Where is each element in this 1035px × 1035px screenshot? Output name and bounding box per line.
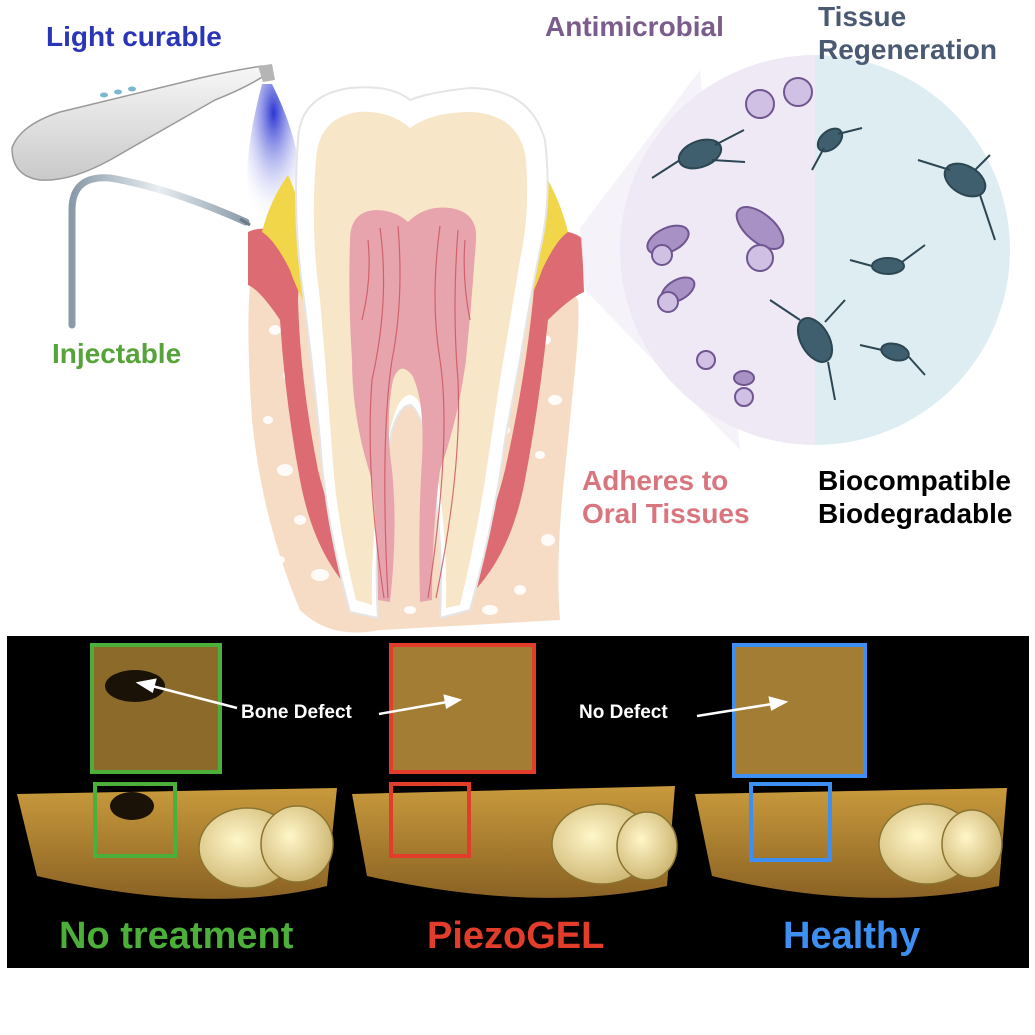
healthy-scan xyxy=(695,643,1007,898)
piezogel-scan xyxy=(352,643,678,898)
no-defect-annotation: No Defect xyxy=(579,702,668,723)
adheres-line-1: Adheres to xyxy=(582,465,729,496)
biocompatible-line: Biocompatible xyxy=(818,465,1011,496)
micro-ct-panel: Bone Defect No Defect No treatment Piezo… xyxy=(7,636,1029,968)
bone-defect-annotation: Bone Defect xyxy=(241,702,352,723)
syringe-needle-icon xyxy=(68,174,251,329)
gum-right xyxy=(455,230,584,600)
antimicrobial-label: Antimicrobial xyxy=(545,11,724,42)
gum-left xyxy=(248,228,370,600)
injectable-label: Injectable xyxy=(52,338,182,369)
adheres-line-2: Oral Tissues xyxy=(582,498,750,530)
caption-no-treatment: No treatment xyxy=(59,915,294,957)
bacteria-icons xyxy=(646,77,813,407)
tissue-regeneration-label: Tissue Regeneration xyxy=(818,0,997,66)
light-curing-device-icon xyxy=(11,64,275,181)
pulp-nerves xyxy=(361,225,471,599)
annotation-arrows xyxy=(135,678,789,718)
tissue-cells-icons xyxy=(651,127,996,401)
adheres-label: Adheres to Oral Tissues xyxy=(582,464,750,530)
caption-healthy: Healthy xyxy=(783,915,921,957)
biodegradable-line: Biodegradable xyxy=(818,498,1013,530)
no-treatment-scan xyxy=(17,643,337,899)
tooth-pulp xyxy=(349,207,477,603)
biocompat-label: Biocompatible Biodegradable xyxy=(818,464,1012,530)
tooth-illustration xyxy=(11,55,1010,633)
tissue-regeneration-line-1: Tissue xyxy=(818,1,907,32)
light-curable-label: Light curable xyxy=(46,21,222,52)
caption-piezogel: PiezoGEL xyxy=(427,915,605,957)
tissue-regeneration-line-2: Regeneration xyxy=(818,34,997,66)
micro-ct-images xyxy=(17,643,1007,899)
